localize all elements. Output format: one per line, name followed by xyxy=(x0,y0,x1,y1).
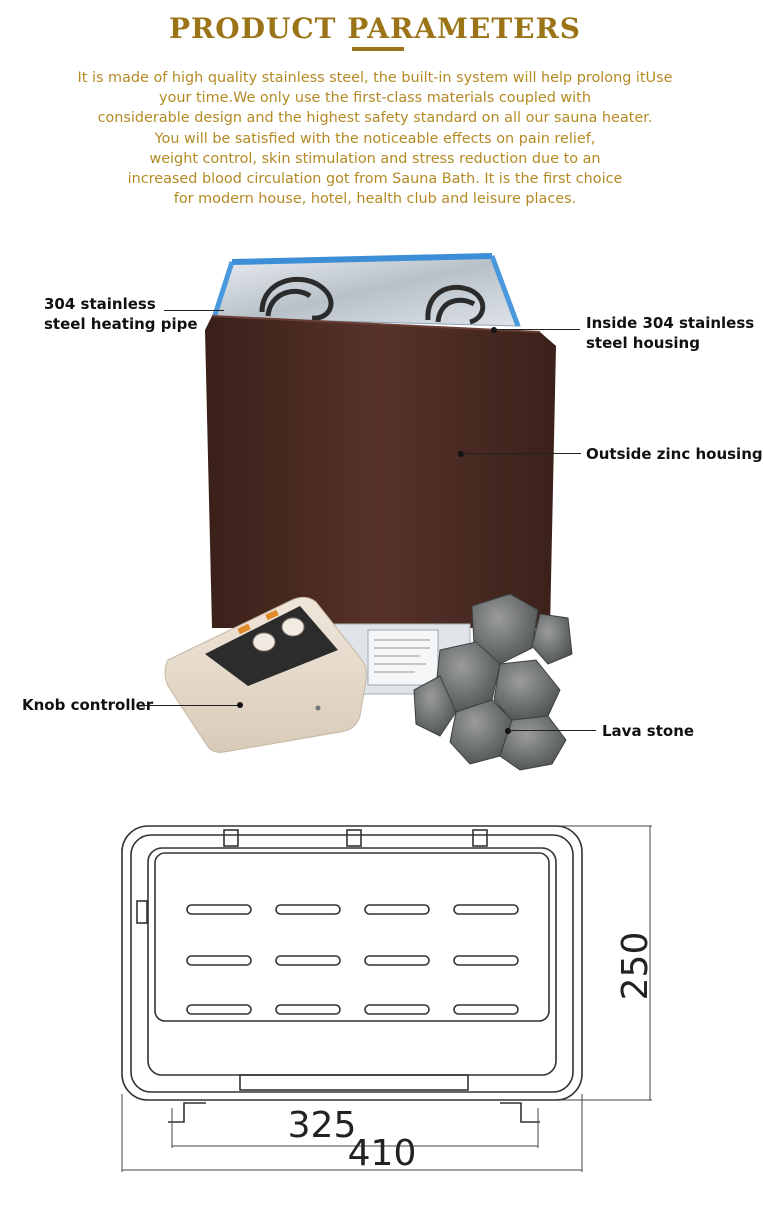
vent-panel-outline xyxy=(154,852,550,1022)
intro-line: It is made of high quality stainless ste… xyxy=(77,70,673,86)
callout-lava-stone: Lava stone xyxy=(602,722,695,740)
lava-stones-image xyxy=(413,593,573,771)
callout-line: 304 stainless xyxy=(44,295,156,313)
vent-slots xyxy=(186,904,519,1015)
callout-line: steel heating pipe xyxy=(44,315,198,333)
inner-frame-outline xyxy=(130,834,574,1093)
title-underline xyxy=(352,47,404,51)
heating-pipes xyxy=(259,276,486,325)
callout-heating-pipe: 304 stainless steel heating pipe xyxy=(44,294,198,334)
intro-paragraph: It is made of high quality stainless ste… xyxy=(30,68,720,209)
callout-knob-controller: Knob controller xyxy=(22,696,154,714)
dimension-lines xyxy=(121,825,652,1172)
inner-width-dimension-label: 325 xyxy=(287,1105,357,1146)
leader-dot xyxy=(505,728,511,734)
outer-zinc-housing xyxy=(205,315,556,628)
leader-line xyxy=(142,705,240,706)
callout-line: steel housing xyxy=(586,334,700,352)
callout-outside-housing: Outside zinc housing xyxy=(586,445,763,463)
leader-dot xyxy=(237,702,243,708)
leader-dot xyxy=(491,327,497,333)
leader-dot xyxy=(458,451,464,457)
intro-line: weight control, skin stimulation and str… xyxy=(149,150,601,167)
leader-line xyxy=(494,329,580,330)
intro-line: increased blood circulation got from Sau… xyxy=(127,171,623,188)
intro-line: your time.We only use the first-class ma… xyxy=(159,90,591,107)
top-plate-outline xyxy=(147,847,557,1076)
outer-frame-outline xyxy=(121,825,583,1101)
leader-line xyxy=(164,310,224,311)
intro-line: for modern house, hotel, health club and… xyxy=(173,191,577,208)
leader-line xyxy=(508,730,596,731)
page-title: PRODUCT PARAMETERS xyxy=(168,12,582,45)
callout-inside-housing: Inside 304 stainless steel housing xyxy=(586,313,754,353)
outer-width-dimension-label: 410 xyxy=(347,1133,417,1174)
leader-line xyxy=(461,453,581,454)
intro-line: considerable design and the highest safe… xyxy=(97,110,653,127)
intro-line: You will be satisfied with the noticeabl… xyxy=(154,130,596,147)
callout-line: Inside 304 stainless xyxy=(586,314,755,332)
knob-controller-image xyxy=(164,596,367,753)
height-dimension-label: 250 xyxy=(615,931,656,1001)
